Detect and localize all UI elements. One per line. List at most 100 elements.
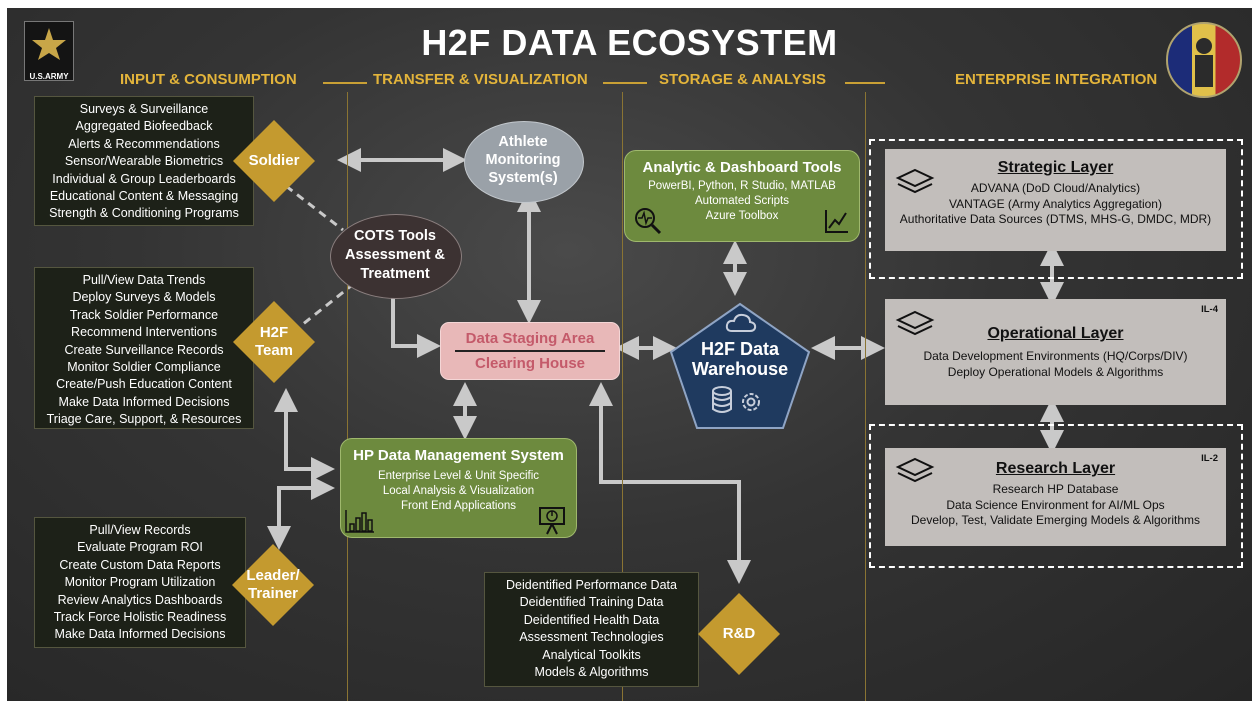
arrow-leader-hpdms — [267, 476, 335, 550]
strategic-layer-line: Authoritative Data Sources (DTMS, MHS-G,… — [899, 212, 1212, 226]
arrow-team-hpdms — [274, 388, 335, 481]
heading-rule — [323, 82, 367, 84]
layers-icon — [895, 310, 935, 336]
athlete-monitoring-line3: System(s) — [488, 170, 558, 186]
h2f-seal-logo — [1166, 22, 1242, 98]
cots-tools-ellipse — [330, 214, 462, 299]
list-item: Strength & Conditioning Programs — [49, 206, 239, 221]
list-item: Educational Content & Messaging — [49, 189, 239, 204]
data-warehouse-pentagon — [669, 302, 811, 429]
layers-icon — [895, 457, 935, 483]
h2f-team-label: H2F Team — [236, 324, 312, 360]
operational-layer-line: Deploy Operational Models & Algorithms — [947, 364, 1164, 379]
list-item: Analytical Toolkits — [542, 647, 641, 662]
leader-capabilities-box: Pull/View Records Evaluate Program ROI C… — [34, 517, 246, 648]
staging-divider — [455, 350, 605, 352]
arrow-cots-staging — [391, 290, 441, 358]
arrow-staging-rd — [589, 382, 751, 584]
list-item: Make Data Informed Decisions — [58, 394, 230, 409]
star-icon — [32, 28, 66, 60]
list-item: Recommend Interventions — [71, 325, 217, 340]
research-layer-line: Research HP Database — [992, 482, 1119, 496]
presentation-board-icon — [539, 507, 565, 535]
list-item: Individual & Group Leaderboards — [52, 171, 236, 186]
cots-tools-label: COTS Tools Assessment & Treatment — [330, 227, 460, 284]
data-warehouse-label: H2F Data Warehouse — [667, 339, 813, 379]
h2f-team-label-line1: H2F — [259, 324, 289, 341]
hp-data-management-title: HP Data Management System — [353, 447, 564, 464]
hp-data-management-line: Front End Applications — [400, 500, 517, 512]
soldier-silhouette-icon — [1195, 38, 1213, 87]
column-divider — [347, 92, 348, 701]
research-dashed-border — [869, 424, 1243, 568]
cots-tools-line1: COTS Tools — [354, 228, 436, 244]
column-heading-enterprise-integration: ENTERPRISE INTEGRATION — [955, 71, 1158, 88]
analytic-tools-line: Automated Scripts — [695, 195, 789, 207]
database-icon — [712, 386, 732, 413]
cots-tools-line3: Treatment — [360, 266, 430, 282]
list-item: Aggregated Biofeedback — [75, 119, 213, 134]
page-title: H2F DATA ECOSYSTEM — [421, 22, 838, 63]
leader-trainer-label-line2: Trainer — [247, 585, 299, 602]
column-heading-input-consumption: INPUT & CONSUMPTION — [120, 71, 297, 88]
h2f-team-capabilities-box: Pull/View Data Trends Deploy Surveys & M… — [34, 267, 254, 429]
diagram-canvas: H2F DATA ECOSYSTEM U.S.ARMY INPUT & CONS… — [7, 8, 1252, 701]
athlete-monitoring-ellipse — [464, 121, 584, 203]
hp-data-management-box: HP Data Management System Enterprise Lev… — [340, 438, 577, 538]
il2-badge: IL-2 — [1201, 453, 1218, 464]
list-item: Models & Algorithms — [534, 665, 649, 680]
analytic-tools-title: Analytic & Dashboard Tools — [642, 159, 842, 176]
column-divider — [622, 92, 623, 701]
bar-chart-icon — [345, 510, 374, 533]
list-item: Assessment Technologies — [519, 630, 664, 645]
strategic-dashed-border — [869, 139, 1243, 279]
leader-trainer-label: Leader/ Trainer — [235, 567, 311, 603]
operational-layer-line: Data Development Environments (HQ/Corps/… — [923, 349, 1188, 363]
column-divider — [865, 92, 866, 701]
dashed-soldier-cots — [285, 184, 344, 232]
list-item: Deploy Surveys & Models — [72, 290, 216, 305]
list-item: Monitor Program Utilization — [64, 575, 216, 590]
list-item: Create Custom Data Reports — [59, 557, 221, 572]
strategic-layer-title: Strategic Layer — [997, 159, 1114, 176]
list-item: Alerts & Recommendations — [68, 136, 220, 151]
list-item: Evaluate Program ROI — [77, 540, 203, 555]
data-warehouse-line2: Warehouse — [691, 359, 789, 379]
list-item: Make Data Informed Decisions — [54, 627, 226, 642]
data-staging-box: Data Staging Area Clearing House — [440, 322, 620, 380]
magnifier-analytics-icon — [635, 208, 662, 235]
operational-layer-title: Operational Layer — [987, 325, 1124, 342]
list-item: Track Soldier Performance — [69, 307, 219, 322]
data-staging-title: Data Staging Area — [465, 330, 595, 347]
analytic-tools-line: Azure Toolbox — [705, 210, 779, 222]
research-layer-title: Research Layer — [995, 460, 1116, 477]
operational-layer-box: IL-4 Operational Layer Data Development … — [885, 299, 1226, 405]
list-item: Create Surveillance Records — [64, 342, 224, 357]
heading-rule — [603, 82, 647, 84]
athlete-monitoring-label: Athlete Monitoring System(s) — [464, 133, 582, 187]
hp-data-management-line: Local Analysis & Visualization — [382, 485, 535, 497]
hp-data-management-line: Enterprise Level & Unit Specific — [377, 470, 540, 482]
rd-resources-box: Deidentified Performance Data Deidentifi… — [484, 572, 699, 687]
army-logo-text: U.S.ARMY — [29, 72, 69, 81]
list-item: Pull/View Data Trends — [82, 273, 206, 287]
athlete-monitoring-line2: Monitoring — [485, 152, 561, 168]
soldier-capabilities-box: Surveys & Surveillance Aggregated Biofee… — [34, 96, 254, 226]
list-item: Deidentified Health Data — [523, 612, 660, 627]
strategic-layer-box: Strategic Layer ADVANA (DoD Cloud/Analyt… — [885, 149, 1226, 251]
leader-trainer-label-line1: Leader/ — [246, 567, 300, 584]
cots-tools-line2: Assessment & — [345, 247, 445, 263]
column-heading-transfer-visualization: TRANSFER & VISUALIZATION — [373, 71, 588, 88]
list-item: Monitor Soldier Compliance — [67, 360, 221, 375]
h2f-team-label-line2: Team — [254, 342, 294, 359]
research-layer-line: Develop, Test, Validate Emerging Models … — [910, 513, 1201, 527]
research-layer-box: IL-2 Research Layer Research HP Database… — [885, 448, 1226, 546]
list-item: Pull/View Records — [89, 523, 191, 537]
data-warehouse-line1: H2F Data — [700, 339, 780, 359]
list-item: Review Analytics Dashboards — [57, 592, 223, 607]
list-item: Track Force Holistic Readiness — [53, 610, 227, 625]
list-item: Deidentified Performance Data — [506, 578, 677, 592]
rd-label: R&D — [722, 625, 756, 642]
analytic-dashboard-tools-box: Analytic & Dashboard Tools PowerBI, Pyth… — [624, 150, 860, 242]
list-item: Sensor/Wearable Biometrics — [64, 154, 224, 169]
